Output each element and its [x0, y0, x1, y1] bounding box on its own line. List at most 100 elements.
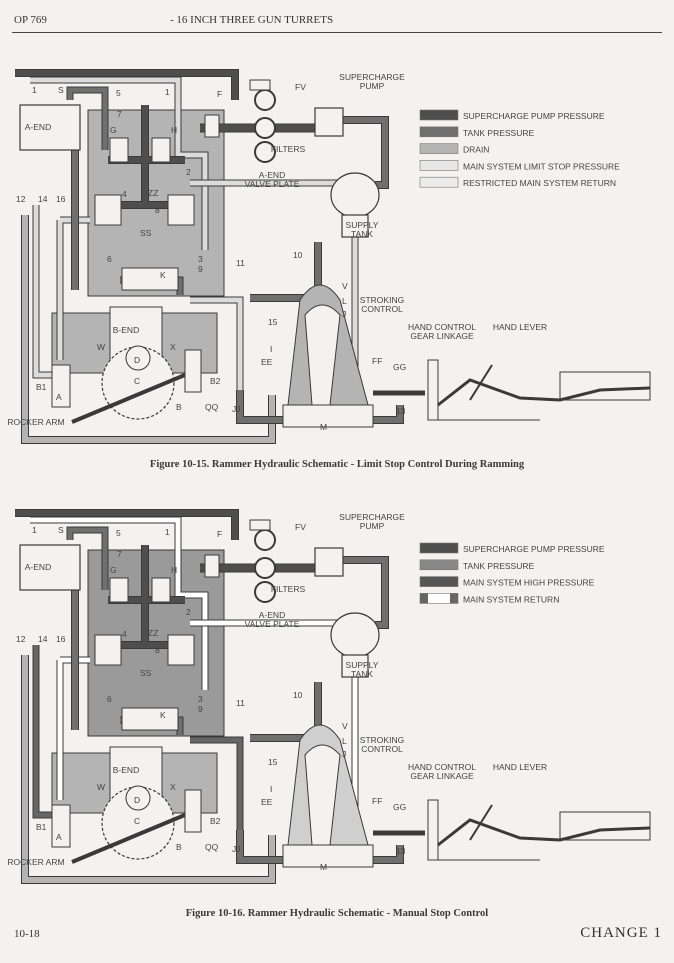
schematic-label-line: I — [270, 784, 272, 794]
schematic-label: 7 — [117, 549, 122, 559]
schematic-label-line: A-END — [25, 562, 51, 572]
schematic-label-line: V — [342, 721, 348, 731]
schematic-label-line: B2 — [210, 816, 221, 826]
schematic-label: EE — [261, 357, 273, 367]
schematic-label: W — [97, 342, 105, 352]
valve-4 — [94, 194, 122, 226]
schematic-label-line: VALVE PLATE — [245, 619, 300, 629]
schematic-label: M — [320, 862, 327, 872]
schematic-label-line: 4 — [122, 189, 127, 199]
schematic-label-line: VALVE PLATE — [245, 179, 300, 189]
schematic-label-line: A-END — [259, 610, 285, 620]
valve-h — [151, 137, 171, 163]
schematic-label: S — [58, 85, 64, 95]
schematic-label: B — [176, 402, 182, 412]
schematic-label-line: F — [217, 529, 222, 539]
schematic-label-line: B — [176, 402, 182, 412]
schematic-label-line: B2 — [210, 376, 221, 386]
supply-tank — [330, 172, 380, 218]
schematic-label: 5 — [116, 528, 121, 538]
line-14 — [33, 205, 52, 378]
schematic-label: 15 — [268, 317, 278, 327]
schematic-label-line: 8 — [155, 645, 160, 655]
schematic-label: ROCKER ARM — [7, 857, 64, 867]
schematic-label-line: SUPERCHARGE — [339, 72, 405, 82]
schematic-label-line: 9 — [198, 264, 203, 274]
schematic-label-line: PUMP — [360, 521, 385, 531]
schematic-label-line: 7 — [117, 549, 122, 559]
document-title: - 16 INCH THREE GUN TURRETS — [170, 14, 334, 26]
schematic-label: F — [217, 89, 222, 99]
schematic-label-line: HAND CONTROL — [408, 762, 476, 772]
schematic-label: 8 — [155, 205, 160, 215]
schematic-label-line: CONTROL — [361, 304, 403, 314]
schematic-label: ZZ — [148, 628, 158, 638]
valve-4 — [94, 634, 122, 666]
schematic-label: HAND LEVER — [493, 322, 547, 332]
schematic-label-line: 1 — [165, 87, 170, 97]
schematic-label: J — [342, 309, 346, 319]
filter-icon — [254, 529, 276, 551]
schematic-label-line: PUMP — [360, 81, 385, 91]
linkage-rod — [437, 378, 651, 407]
schematic-label-line: S — [58, 525, 64, 535]
schematic-label-line: G — [110, 565, 117, 575]
valve-zz — [167, 194, 195, 226]
schematic-label: V — [342, 721, 348, 731]
plunger-a — [51, 804, 71, 848]
schematic-label: 9 — [198, 704, 203, 714]
valve-f — [204, 554, 220, 578]
schematic-label-line: J — [342, 309, 346, 319]
schematic-label: 13 — [396, 846, 406, 856]
schematic-label-line: 8 — [155, 205, 160, 215]
schematic-label-line: TANK — [351, 229, 373, 239]
valve-f — [204, 114, 220, 138]
schematic-label: A — [56, 392, 62, 402]
schematic-label: I — [270, 784, 272, 794]
supercharge-pump — [314, 107, 344, 137]
schematic-label-line: B1 — [36, 382, 47, 392]
valve-k — [121, 267, 179, 291]
schematic-label: 15 — [268, 757, 278, 767]
schematic-label: M — [320, 422, 327, 432]
schematic-label: 3 — [198, 254, 203, 264]
schematic-label-line: 12 — [16, 194, 26, 204]
schematic-label: 7 — [117, 109, 122, 119]
schematic-label-line: A — [56, 392, 62, 402]
hand-lever — [469, 364, 493, 401]
schematic-label: S — [58, 525, 64, 535]
legend-swatch — [419, 143, 459, 154]
schematic-label-line: QQ — [205, 842, 219, 852]
schematic-label-line: TANK — [351, 669, 373, 679]
schematic-label: 14 — [38, 634, 48, 644]
schematic-label: EE — [261, 797, 273, 807]
schematic-label: 3 — [198, 694, 203, 704]
schematic-label-line: 1 — [32, 525, 37, 535]
schematic-label-line: X — [170, 342, 176, 352]
legend-label: TANK PRESSURE — [463, 561, 534, 571]
schematic-label-line: G — [110, 125, 117, 135]
rocker-arm — [71, 810, 193, 864]
a-end-unit — [19, 104, 81, 151]
schematic-label: 10 — [293, 250, 303, 260]
legend-swatch — [419, 559, 459, 571]
schematic-label: A — [56, 832, 62, 842]
schematic-label: L — [342, 296, 347, 306]
schematic-label: 2 — [186, 607, 191, 617]
supply-tank — [330, 612, 380, 658]
schematic-label-line: ZZ — [148, 188, 158, 198]
schematic-label-line: GEAR LINKAGE — [410, 331, 474, 341]
legend-swatch — [419, 576, 459, 587]
schematic-label-line: SS — [140, 228, 152, 238]
legend-label: SUPERCHARGE PUMP PRESSURE — [463, 111, 605, 121]
hand-control-gear-linkage — [427, 799, 439, 861]
schematic-label-line: FILTERS — [271, 584, 306, 594]
schematic-label-line: 2 — [186, 167, 191, 177]
schematic-label: K — [160, 710, 166, 720]
schematic-label-line: H — [171, 565, 177, 575]
supercharge-pump — [314, 547, 344, 577]
schematic-label: F — [217, 529, 222, 539]
schematic-label: QQ — [205, 402, 219, 412]
